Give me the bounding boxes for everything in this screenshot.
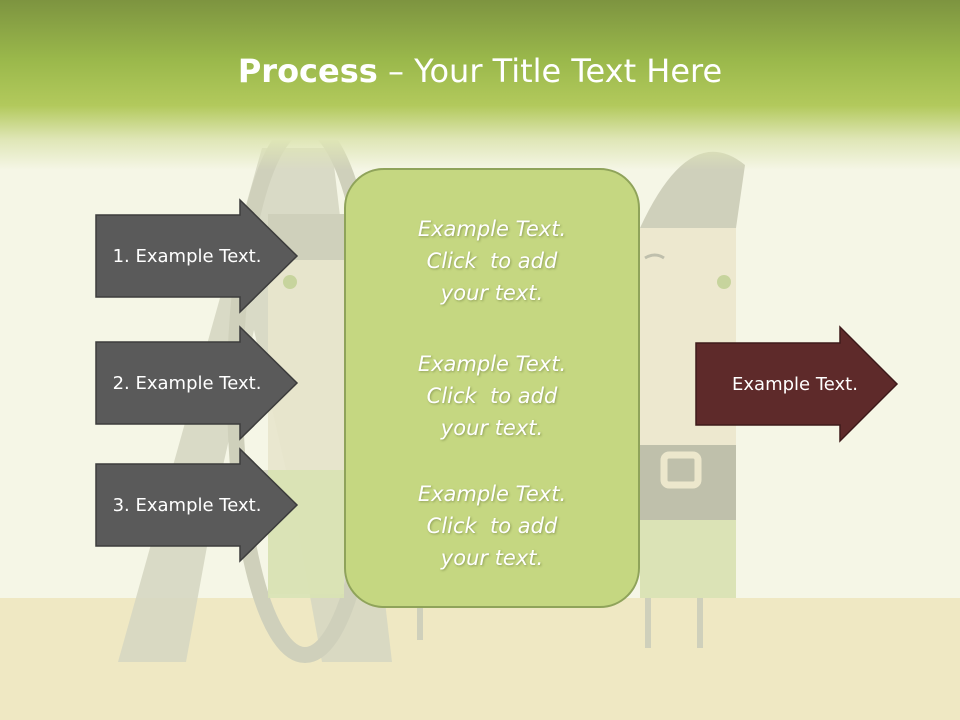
title-bar — [0, 0, 960, 170]
center-block-1-line2: Click to add — [426, 249, 558, 273]
arrow-shape-1 — [95, 198, 299, 314]
arrow-shape-2 — [95, 325, 299, 441]
page-title[interactable]: Process – Your Title Text Here — [0, 52, 960, 90]
arrow-step-3[interactable]: 3. Example Text. — [96, 464, 278, 546]
center-block-2-line2: Click to add — [426, 384, 558, 408]
center-block-1-line3: your text. — [440, 281, 544, 305]
arrow-result-label: Example Text. — [732, 373, 858, 395]
center-block-2[interactable]: Example Text. Click to add your text. — [344, 348, 640, 444]
center-block-1[interactable]: Example Text. Click to add your text. — [344, 213, 640, 309]
arrow-shape-3 — [95, 447, 299, 563]
center-block-3-line1: Example Text. — [417, 482, 567, 506]
center-block-3-line3: your text. — [440, 546, 544, 570]
arrow-shape-right — [695, 325, 899, 443]
center-block-1-line1: Example Text. — [417, 217, 567, 241]
arrow-result[interactable]: Example Text. — [696, 343, 894, 425]
arrow-step-2-label: 2. Example Text. — [112, 372, 262, 394]
arrow-step-2[interactable]: 2. Example Text. — [96, 342, 278, 424]
center-text-box[interactable] — [344, 168, 640, 608]
title-bold: Process — [237, 52, 378, 90]
center-block-2-line1: Example Text. — [417, 352, 567, 376]
center-block-3[interactable]: Example Text. Click to add your text. — [344, 478, 640, 574]
arrow-step-1[interactable]: 1. Example Text. — [96, 215, 278, 297]
center-block-3-line2: Click to add — [426, 514, 558, 538]
center-block-2-line3: your text. — [440, 416, 544, 440]
arrow-step-1-label: 1. Example Text. — [112, 245, 262, 267]
arrow-step-3-label: 3. Example Text. — [112, 494, 262, 516]
title-rest: – Your Title Text Here — [377, 52, 723, 90]
